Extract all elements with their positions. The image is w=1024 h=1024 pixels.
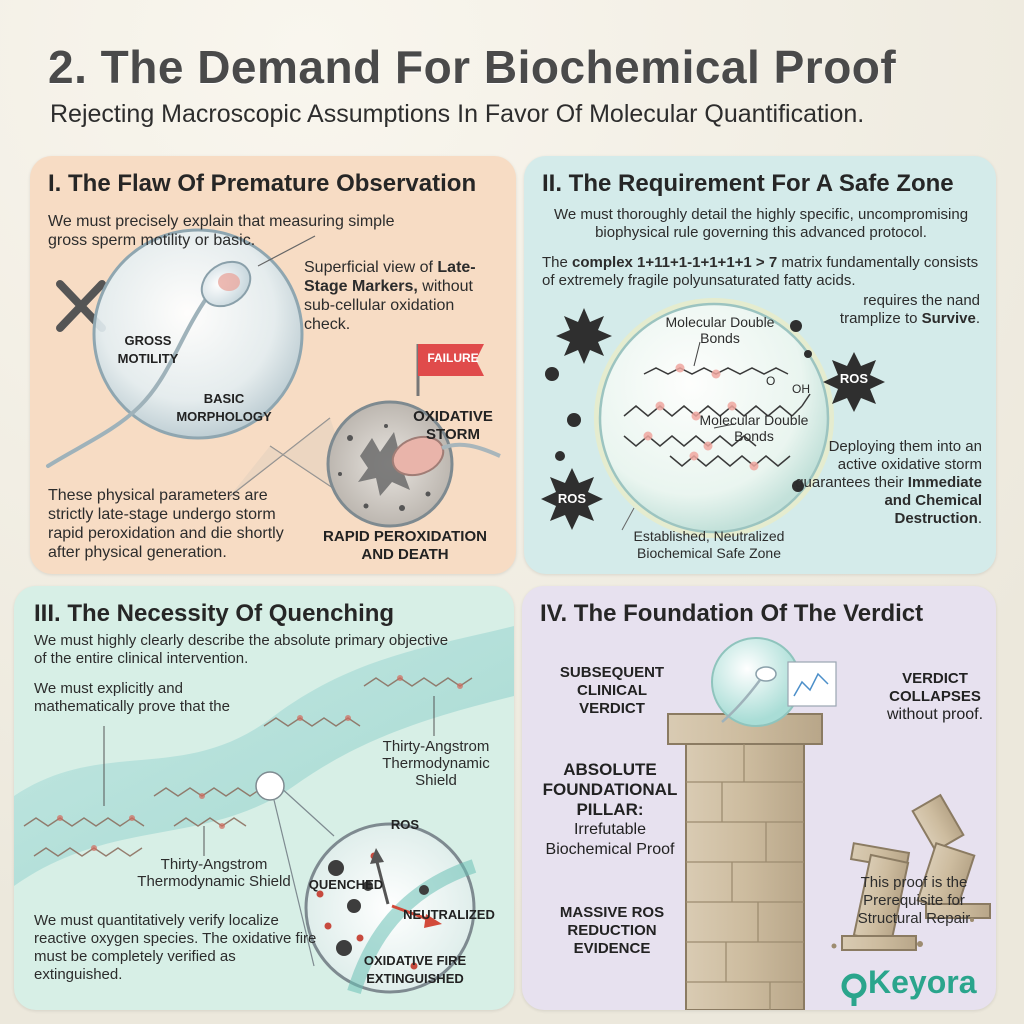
label-verdict-collapses: VERDICT COLLAPSES without proof.: [882, 670, 988, 724]
collapsed-pillar: [841, 793, 991, 951]
panel4-title: IV. The Foundation Of The Verdict: [540, 600, 924, 627]
panel3-footer: We must quantitatively verify localize r…: [34, 912, 317, 983]
quenching-illustration: [14, 626, 514, 995]
callout-pre: Superficial view of: [304, 259, 433, 276]
label-basic-morphology: BASIC MORPHOLOGY: [176, 391, 272, 424]
flag-label: FAILURE: [427, 351, 479, 365]
requires-post: .: [975, 310, 980, 327]
panel2-title: II. The Requirement For A Safe Zone: [542, 170, 954, 197]
label-clinical-verdict: SUBSEQUENT CLINICAL VERDICT: [559, 664, 665, 717]
mini-chart-card: [787, 661, 837, 707]
keyora-logo-icon: [841, 973, 867, 1006]
safe-zone-label: Established, Neutralized Biochemical Saf…: [633, 528, 785, 561]
pillar-bold: ABSOLUTE FOUNDATIONAL PILLAR:: [542, 760, 678, 819]
deploy-text: Deploying them into an active oxidative …: [795, 438, 982, 491]
thermodynamic-shield: [14, 626, 514, 886]
panel3-title: III. The Necessity Of Quenching: [34, 600, 395, 627]
label-foundational-pillar: ABSOLUTE FOUNDATIONAL PILLAR: Irrefutabl…: [536, 760, 684, 860]
label-quenched: QUENCHED: [308, 877, 384, 892]
panel2-intro: We must thoroughly detail the highly spe…: [553, 206, 969, 241]
ros-label-1: ROS: [839, 371, 869, 386]
requires-bold: Survive: [921, 310, 976, 327]
ros-particle-icon: [541, 308, 885, 530]
chem-oh-label: OH: [792, 382, 810, 396]
panel3-prove: We must explicitly and mathematically pr…: [34, 680, 230, 715]
panel-safe-zone: II. The Requirement For A Safe Zone We m…: [524, 156, 996, 574]
collapse-bold: VERDICT COLLAPSES: [889, 670, 981, 705]
label-rapid-peroxidation: RAPID PEROXIDATION AND DEATH: [323, 528, 487, 563]
label-gross-motility: GROSS MOTILITY: [117, 333, 179, 366]
foundation-illustration: [667, 637, 991, 1010]
label-fire-extinguished: OXIDATIVE FIRE EXTINGUISHED: [363, 953, 467, 986]
panel-quenching: III. The Necessity Of Quenching We must …: [14, 586, 514, 1010]
panel-foundation: IV. The Foundation Of The Verdict SUBSEQ…: [522, 586, 996, 1010]
label-ros: ROS: [390, 817, 420, 832]
label-molecular-bonds-2: Molecular Double Bonds: [699, 412, 809, 444]
panel3-intro: We must highly clearly describe the abso…: [34, 632, 449, 667]
pillar-text: Irrefutable Biochemical Proof: [545, 821, 675, 858]
deploy-bold: Immediate and Chemical Destruction: [884, 474, 982, 527]
panel1-title: I. The Flaw Of Premature Observation: [48, 170, 477, 197]
brand-logo-text: Keyora: [868, 964, 977, 1000]
page-title: 2. The Demand For Biochemical Proof: [48, 41, 897, 93]
collapse-text: without proof.: [886, 706, 984, 723]
panel1-footer: These physical parameters are strictly l…: [48, 487, 284, 561]
verdict-orb: [711, 637, 801, 727]
complex-post: matrix fundamentally consists of extreme…: [542, 254, 979, 289]
panel-premature-observation: I. The Flaw Of Premature Observation We …: [30, 156, 516, 574]
failure-flag: [418, 344, 484, 376]
panel2-deploy: Deploying them into an active oxidative …: [794, 438, 982, 528]
ros-label-2: ROS: [557, 491, 587, 506]
callout-bold: Late-Stage Markers,: [304, 259, 476, 295]
deploy-end: .: [977, 510, 982, 527]
label-ros-evidence: MASSIVE ROS REDUCTION EVIDENCE: [559, 904, 665, 957]
requires-pre: requires the nand tramplize to: [839, 292, 980, 327]
panel1-callout: Superficial view of Late-Stage Markers, …: [304, 258, 504, 334]
panel2-requires: requires the nand tramplize to Survive.: [824, 292, 980, 328]
foundational-pillar: [667, 713, 823, 1010]
label-neutralized: NEUTRALIZED: [403, 907, 495, 922]
panel2-complex: The complex 1+11+1-1+1+1+1 > 7 matrix fu…: [542, 254, 990, 290]
complex-bold: complex 1+11+1-1+1+1+1 > 7: [572, 254, 778, 271]
premature-observation-illustration: [46, 228, 501, 528]
shield-label-2: Thirty-Angstrom Thermodynamic Shield: [137, 856, 291, 890]
chem-o-label: O: [766, 374, 776, 388]
page-subtitle: Rejecting Macroscopic Assumptions In Fav…: [50, 100, 865, 128]
panel1-intro: We must precisely explain that measuring…: [48, 213, 395, 249]
callout-post: without sub-cellular oxidation check.: [304, 278, 473, 333]
safe-zone-illustration: [541, 298, 885, 538]
label-oxidative-storm: OXIDATIVE STORM: [413, 408, 493, 443]
label-prerequisite: This proof is the Prerequisite for Struc…: [857, 874, 971, 927]
safe-zone-bubble: [598, 302, 830, 534]
shield-label-1: Thirty-Angstrom Thermodynamic Shield: [382, 738, 490, 789]
label-molecular-bonds-1: Molecular Double Bonds: [665, 314, 775, 346]
complex-pre: The: [542, 254, 568, 271]
